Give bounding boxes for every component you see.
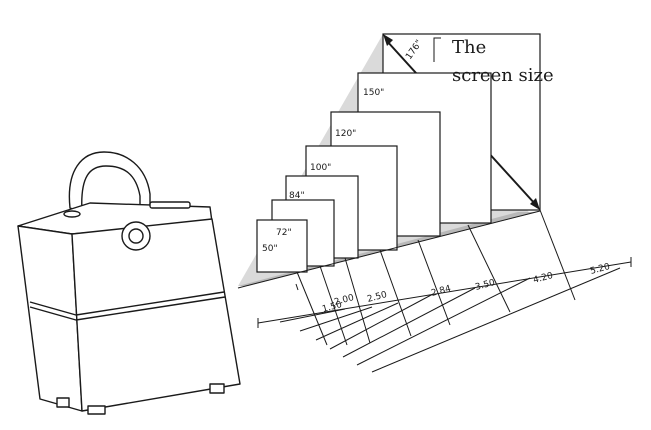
caption-bracket [433, 37, 441, 62]
projector-control-strip [149, 201, 191, 209]
projector [17, 151, 241, 415]
arrowhead [383, 34, 393, 46]
projector-foot [87, 405, 106, 415]
distance-label: 2.84 [430, 284, 452, 299]
extension-line [379, 249, 412, 337]
end-tick [295, 283, 299, 291]
screen-label-84: 84" [289, 191, 305, 201]
dimension-line [356, 277, 531, 366]
projector-lens [128, 228, 144, 244]
extension-line [296, 271, 328, 346]
projector-top-button [63, 210, 81, 218]
screens [256, 33, 541, 273]
extension-line [417, 239, 451, 326]
extension-line [319, 265, 348, 346]
arrowhead [530, 198, 540, 210]
screen-label-120: 120" [335, 129, 356, 139]
dimension-line [315, 302, 399, 341]
extension-line [539, 209, 576, 301]
projector-foot [209, 383, 225, 394]
dimension-line [299, 306, 373, 332]
dimension-line [342, 287, 476, 358]
floor-edge [237, 210, 541, 289]
distance-label: 5.20 [589, 262, 611, 277]
screen-label-72: 72" [276, 228, 292, 238]
dimension-line [329, 293, 434, 350]
distance-scale [237, 209, 632, 373]
baseline [257, 261, 632, 324]
projector-seam [29, 291, 225, 316]
screen-50 [256, 219, 308, 273]
distance-label: 2.00 [333, 293, 355, 308]
screen-label-50: 50" [262, 244, 278, 254]
caption-line-2: screen size [452, 65, 554, 86]
dimension-line [279, 308, 346, 323]
projector-seam [29, 296, 226, 321]
screen-label-100: 100" [310, 163, 331, 173]
extension-line [467, 224, 511, 313]
distance-label: 3.50 [474, 278, 496, 293]
distance-label: 4.20 [532, 271, 554, 286]
screen-label-150: 150" [363, 88, 384, 98]
projector-side [71, 218, 241, 412]
caption-line-1: The [452, 37, 486, 58]
extension-line [344, 257, 371, 344]
dimension-line [371, 267, 621, 373]
projector-foot [56, 397, 70, 408]
